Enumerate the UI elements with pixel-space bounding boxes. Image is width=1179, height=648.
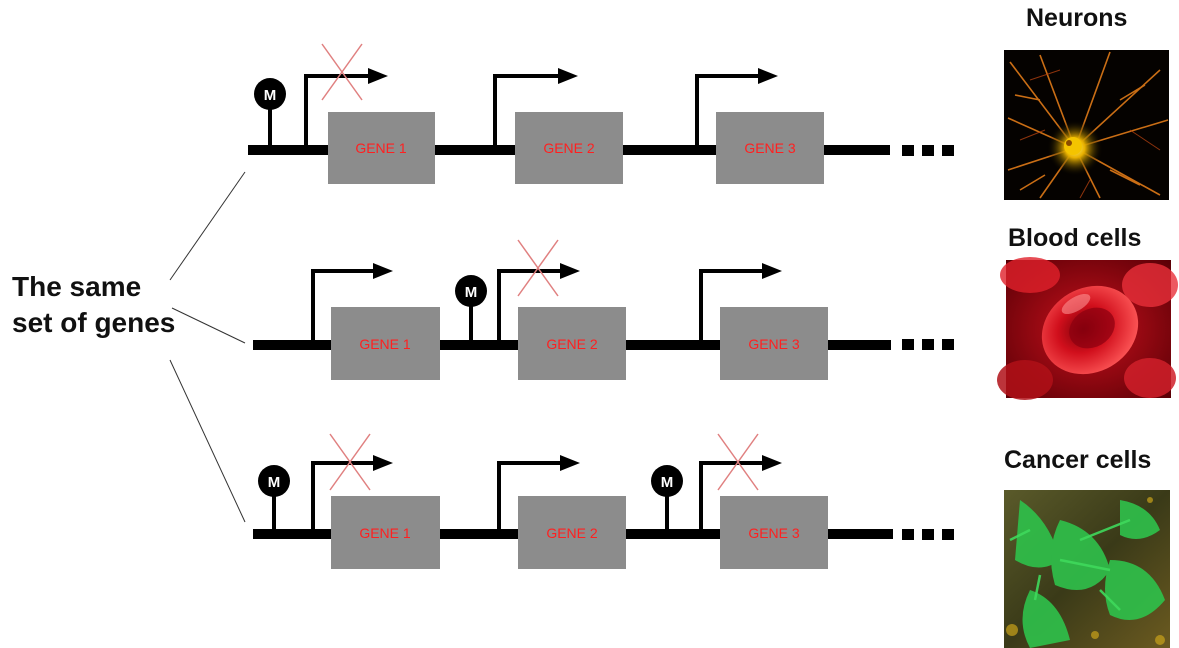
gene-label: GENE 2 bbox=[543, 140, 595, 156]
methyl-label: M bbox=[465, 284, 478, 301]
gene-box bbox=[518, 496, 626, 569]
arrow-head bbox=[373, 263, 393, 279]
connector-line-bottom bbox=[169, 359, 246, 523]
continuation-dot bbox=[902, 145, 914, 156]
connector-line-top bbox=[169, 171, 246, 281]
arrow-head bbox=[368, 68, 388, 84]
arrow-head bbox=[758, 68, 778, 84]
gene-box bbox=[716, 112, 824, 184]
blocked-cross bbox=[517, 239, 559, 297]
continuation-dot bbox=[902, 339, 914, 350]
arrow-head bbox=[373, 455, 393, 471]
cancer-cells-image bbox=[1004, 490, 1170, 648]
cell-title-blood-cells: Blood cells bbox=[1008, 224, 1142, 252]
methyl-marker bbox=[254, 78, 286, 110]
arrow-head bbox=[762, 455, 782, 471]
gene-row-3: GENE 1 GENE 2 GENE 3 M M bbox=[253, 433, 954, 569]
arrow-head bbox=[560, 455, 580, 471]
continuation-dot bbox=[942, 145, 954, 156]
gene-box bbox=[720, 496, 828, 569]
methyl-label: M bbox=[661, 474, 674, 491]
cell-title-cancer-cells: Cancer cells bbox=[1004, 446, 1152, 474]
gene-box bbox=[331, 307, 440, 380]
methyl-label: M bbox=[264, 87, 277, 104]
gene-label: GENE 3 bbox=[744, 140, 796, 156]
methyl-label: M bbox=[268, 474, 281, 491]
gene-box bbox=[720, 307, 828, 380]
continuation-dot bbox=[902, 529, 914, 540]
gene-box bbox=[331, 496, 440, 569]
promoter-arrow bbox=[699, 461, 764, 532]
gene-box bbox=[328, 112, 435, 184]
arrow-head bbox=[558, 68, 578, 84]
blocked-cross bbox=[717, 433, 759, 491]
gene-label: GENE 1 bbox=[355, 140, 407, 156]
arrow-head bbox=[762, 263, 782, 279]
gene-row-2: GENE 1 GENE 2 GENE 3 M bbox=[253, 239, 954, 380]
left-label-line1: The same bbox=[12, 271, 142, 302]
connector-line-middle bbox=[171, 307, 246, 344]
gene-label: GENE 3 bbox=[748, 525, 800, 541]
promoter-arrow bbox=[311, 461, 375, 532]
methyl-marker bbox=[455, 275, 487, 307]
gene-label: GENE 2 bbox=[546, 336, 598, 352]
promoter-arrow bbox=[497, 461, 562, 532]
arrow-head bbox=[560, 263, 580, 279]
blood-cells-image bbox=[997, 257, 1178, 400]
continuation-dot bbox=[922, 339, 934, 350]
promoter-arrow bbox=[493, 74, 560, 148]
gene-label: GENE 3 bbox=[748, 336, 800, 352]
promoter-arrow bbox=[699, 269, 764, 343]
methyl-marker bbox=[651, 465, 683, 497]
left-label-line2: set of genes bbox=[12, 307, 176, 338]
gene-label: GENE 1 bbox=[359, 336, 411, 352]
gene-box bbox=[515, 112, 623, 184]
neuron-image bbox=[1004, 50, 1169, 200]
gene-row-1: GENE 1 GENE 2 GENE 3 M bbox=[248, 43, 954, 184]
continuation-dot bbox=[922, 529, 934, 540]
methyl-marker bbox=[258, 465, 290, 497]
continuation-dot bbox=[922, 145, 934, 156]
promoter-arrow bbox=[695, 74, 760, 148]
promoter-arrow bbox=[311, 269, 375, 343]
blocked-cross bbox=[329, 433, 371, 491]
gene-label: GENE 2 bbox=[546, 525, 598, 541]
gene-box bbox=[518, 307, 626, 380]
blocked-cross bbox=[321, 43, 363, 101]
continuation-dot bbox=[942, 339, 954, 350]
cell-title-neurons: Neurons bbox=[1026, 4, 1128, 32]
continuation-dot bbox=[942, 529, 954, 540]
gene-label: GENE 1 bbox=[359, 525, 411, 541]
promoter-arrow bbox=[304, 74, 370, 148]
